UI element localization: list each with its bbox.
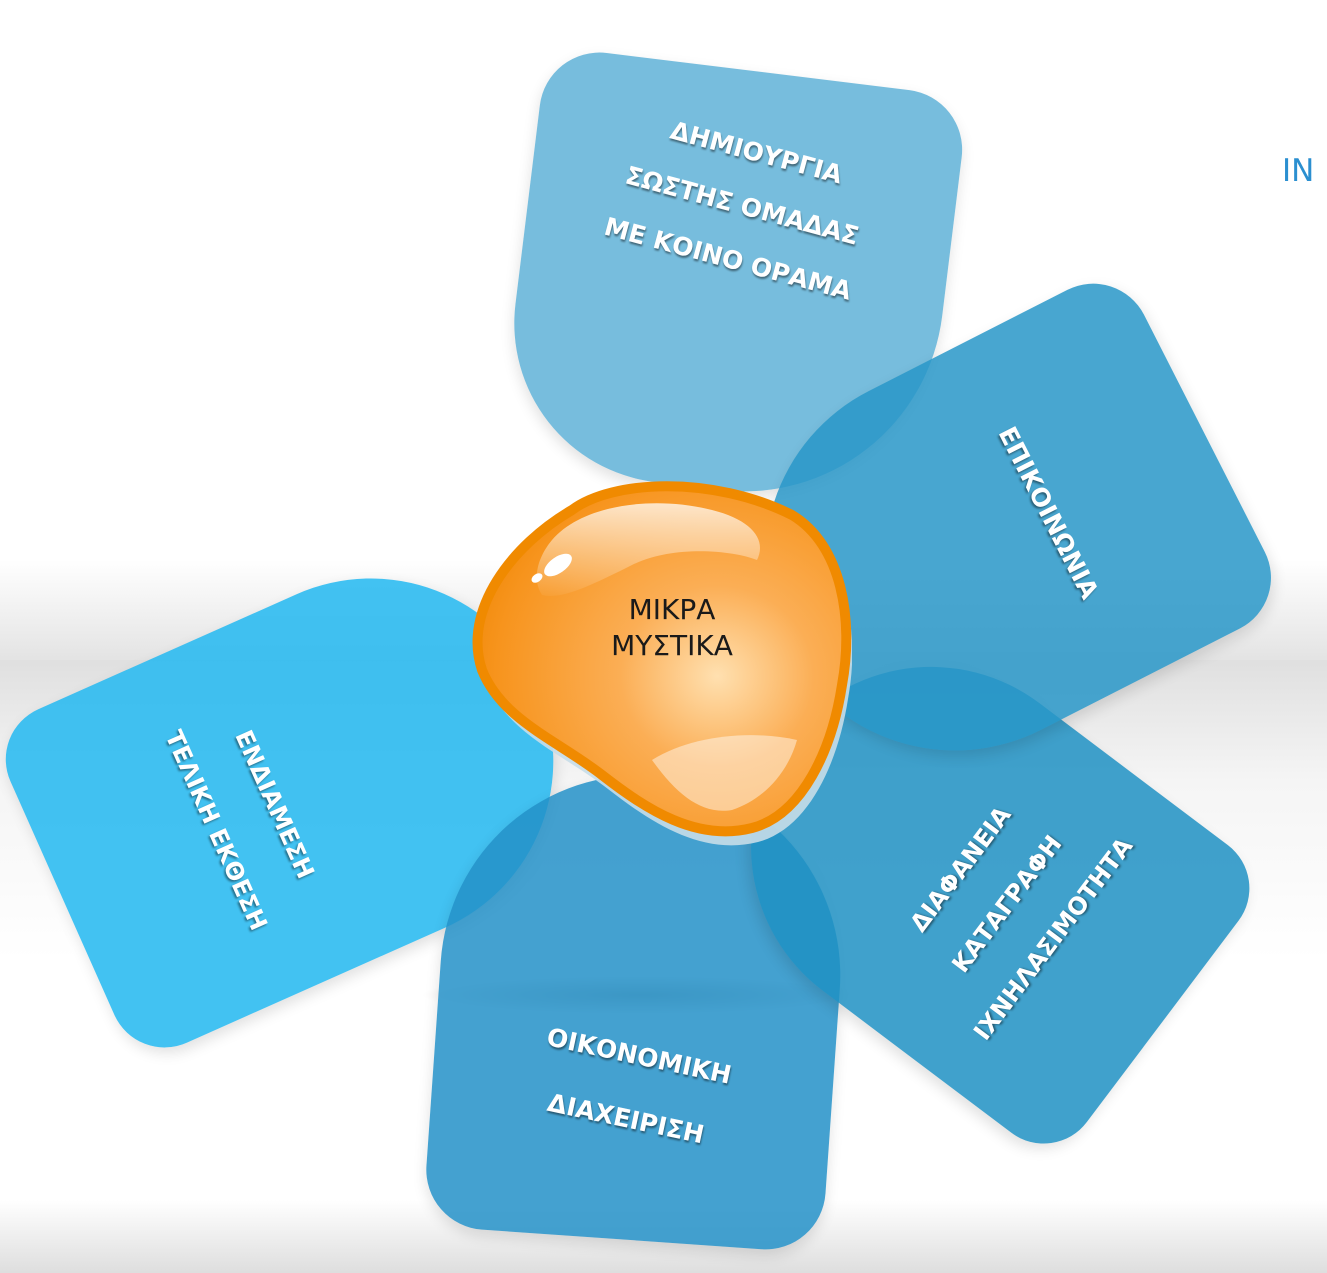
petal-lower-right-label: ΔΙΑΦΑΝΕΙΑ ΚΑΤΑΓΡΑΦΗ ΙΧΝΗΛΑΣΙΜΟΤΗΤΑ xyxy=(864,754,1151,1055)
petal-right-label: ΕΠΙΚΟΙΝΩΝΙΑ xyxy=(993,422,1105,604)
petal-bottom-label: ΟΙΚΟΝΟΜΙΚΗ ΔΙΑΧΕΙΡΙΣΗ xyxy=(527,1005,737,1169)
petal-left-label: ΕΝΔΙΑΜΕΣΗ ΤΕΛΙΚΗ ΕΚΘΕΣΗ xyxy=(143,692,348,941)
petal-right-line-1: ΕΠΙΚΟΙΝΩΝΙΑ xyxy=(992,421,1105,604)
center-line-1: ΜΙΚΡΑ xyxy=(628,593,716,626)
center-blob: ΜΙΚΡΑ ΜΥΣΤΙΚΑ xyxy=(462,470,852,850)
center-blob-shape xyxy=(472,481,852,846)
petal-top-label: ΔΗΜΙΟΥΡΓΙΑ ΣΩΣΤΗΣ ΟΜΑΔΑΣ ΜΕ ΚΟΙΝΟ ΟΡΑΜΑ xyxy=(597,93,886,318)
edge-text-fragment: IN xyxy=(1282,153,1315,189)
center-line-2: ΜΥΣΤΙΚΑ xyxy=(611,629,733,662)
center-label: ΜΙΚΡΑ ΜΥΣΤΙΚΑ xyxy=(462,592,882,664)
